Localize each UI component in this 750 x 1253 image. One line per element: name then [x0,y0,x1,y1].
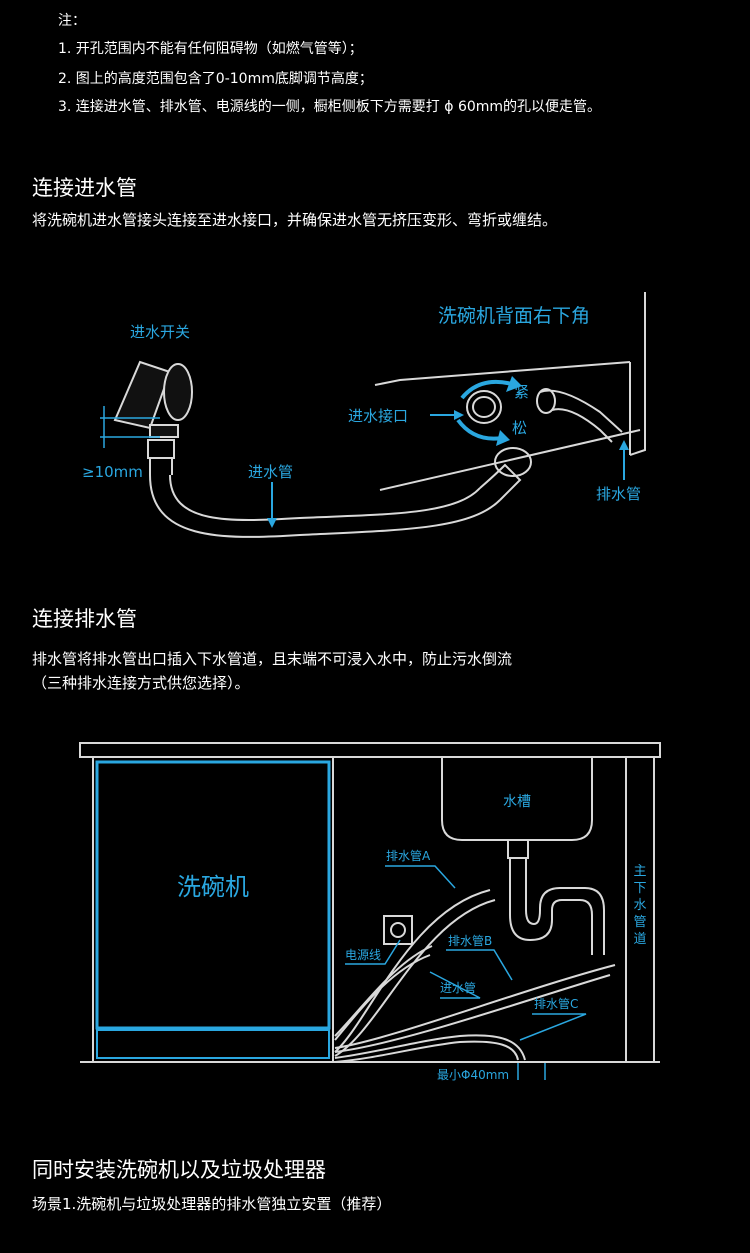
label-port: 进水接口 [348,407,408,425]
svg-text:下: 下 [633,881,646,896]
label-inlet: 进水管 [440,980,476,995]
label-valve: 进水开关 [130,323,190,341]
label-drain-a: 排水管A [386,848,431,863]
svg-text:主: 主 [633,864,646,879]
drain-heading: 连接排水管 [32,607,137,631]
label-sink: 水槽 [503,794,531,810]
drain-text-1: 排水管将排水管出口插入下水管道，且末端不可浸入水中，防止污水倒流 [32,650,513,668]
inlet-text: 将洗碗机进水管接头连接至进水接口，并确保进水管无挤压变形、弯折或缠结。 [32,211,558,229]
label-loosen: 松 [512,419,527,437]
label-dishwasher: 洗碗机 [177,873,249,901]
label-drain-c: 排水管C [534,996,578,1011]
label-drain-b: 排水管B [448,933,492,948]
label-drain-hose: 排水管 [596,485,641,503]
inlet-heading: 连接进水管 [32,176,137,200]
note-item-1: 1. 开孔范围内不能有任何阻碍物（如燃气管等）； [58,41,363,57]
svg-text:道: 道 [633,932,646,947]
drain-diagram: 洗碗机 水槽 主 下 水 管 道 排水管A 排水管B 排水管C 电源线 进 [79,742,661,1082]
note-item-2: 2. 图上的高度范围包含了0-10mm底脚调节高度； [58,71,373,87]
label-power: 电源线 [345,948,381,962]
note-item-3: 3. 连接进水管、排水管、电源线的一侧，橱柜侧板下方需要打 ϕ 60mm的孔以便… [58,99,602,115]
svg-text:管: 管 [633,915,646,930]
svg-text:水: 水 [633,898,646,913]
label-tighten: 紧 [514,383,529,401]
inlet-diagram: 洗碗机背面右下角 进水开关 ≥10mm 进水管 进水接口 紧 松 排水管 [82,292,646,538]
disposer-scene: 场景1.洗碗机与垃圾处理器的排水管独立安置（推荐） [32,1195,392,1213]
notes-title: 注： [58,13,86,29]
drain-text-2: （三种排水连接方式供您选择）。 [32,674,250,692]
disposer-heading: 同时安装洗碗机以及垃圾处理器 [32,1158,326,1182]
label-back-corner: 洗碗机背面右下角 [438,305,590,327]
label-min-diameter: 最小Φ40mm [437,1068,509,1082]
label-inlet-hose: 进水管 [248,463,293,481]
label-height: ≥10mm [82,463,143,481]
label-main-pipe: 主 下 水 管 道 [633,864,646,947]
